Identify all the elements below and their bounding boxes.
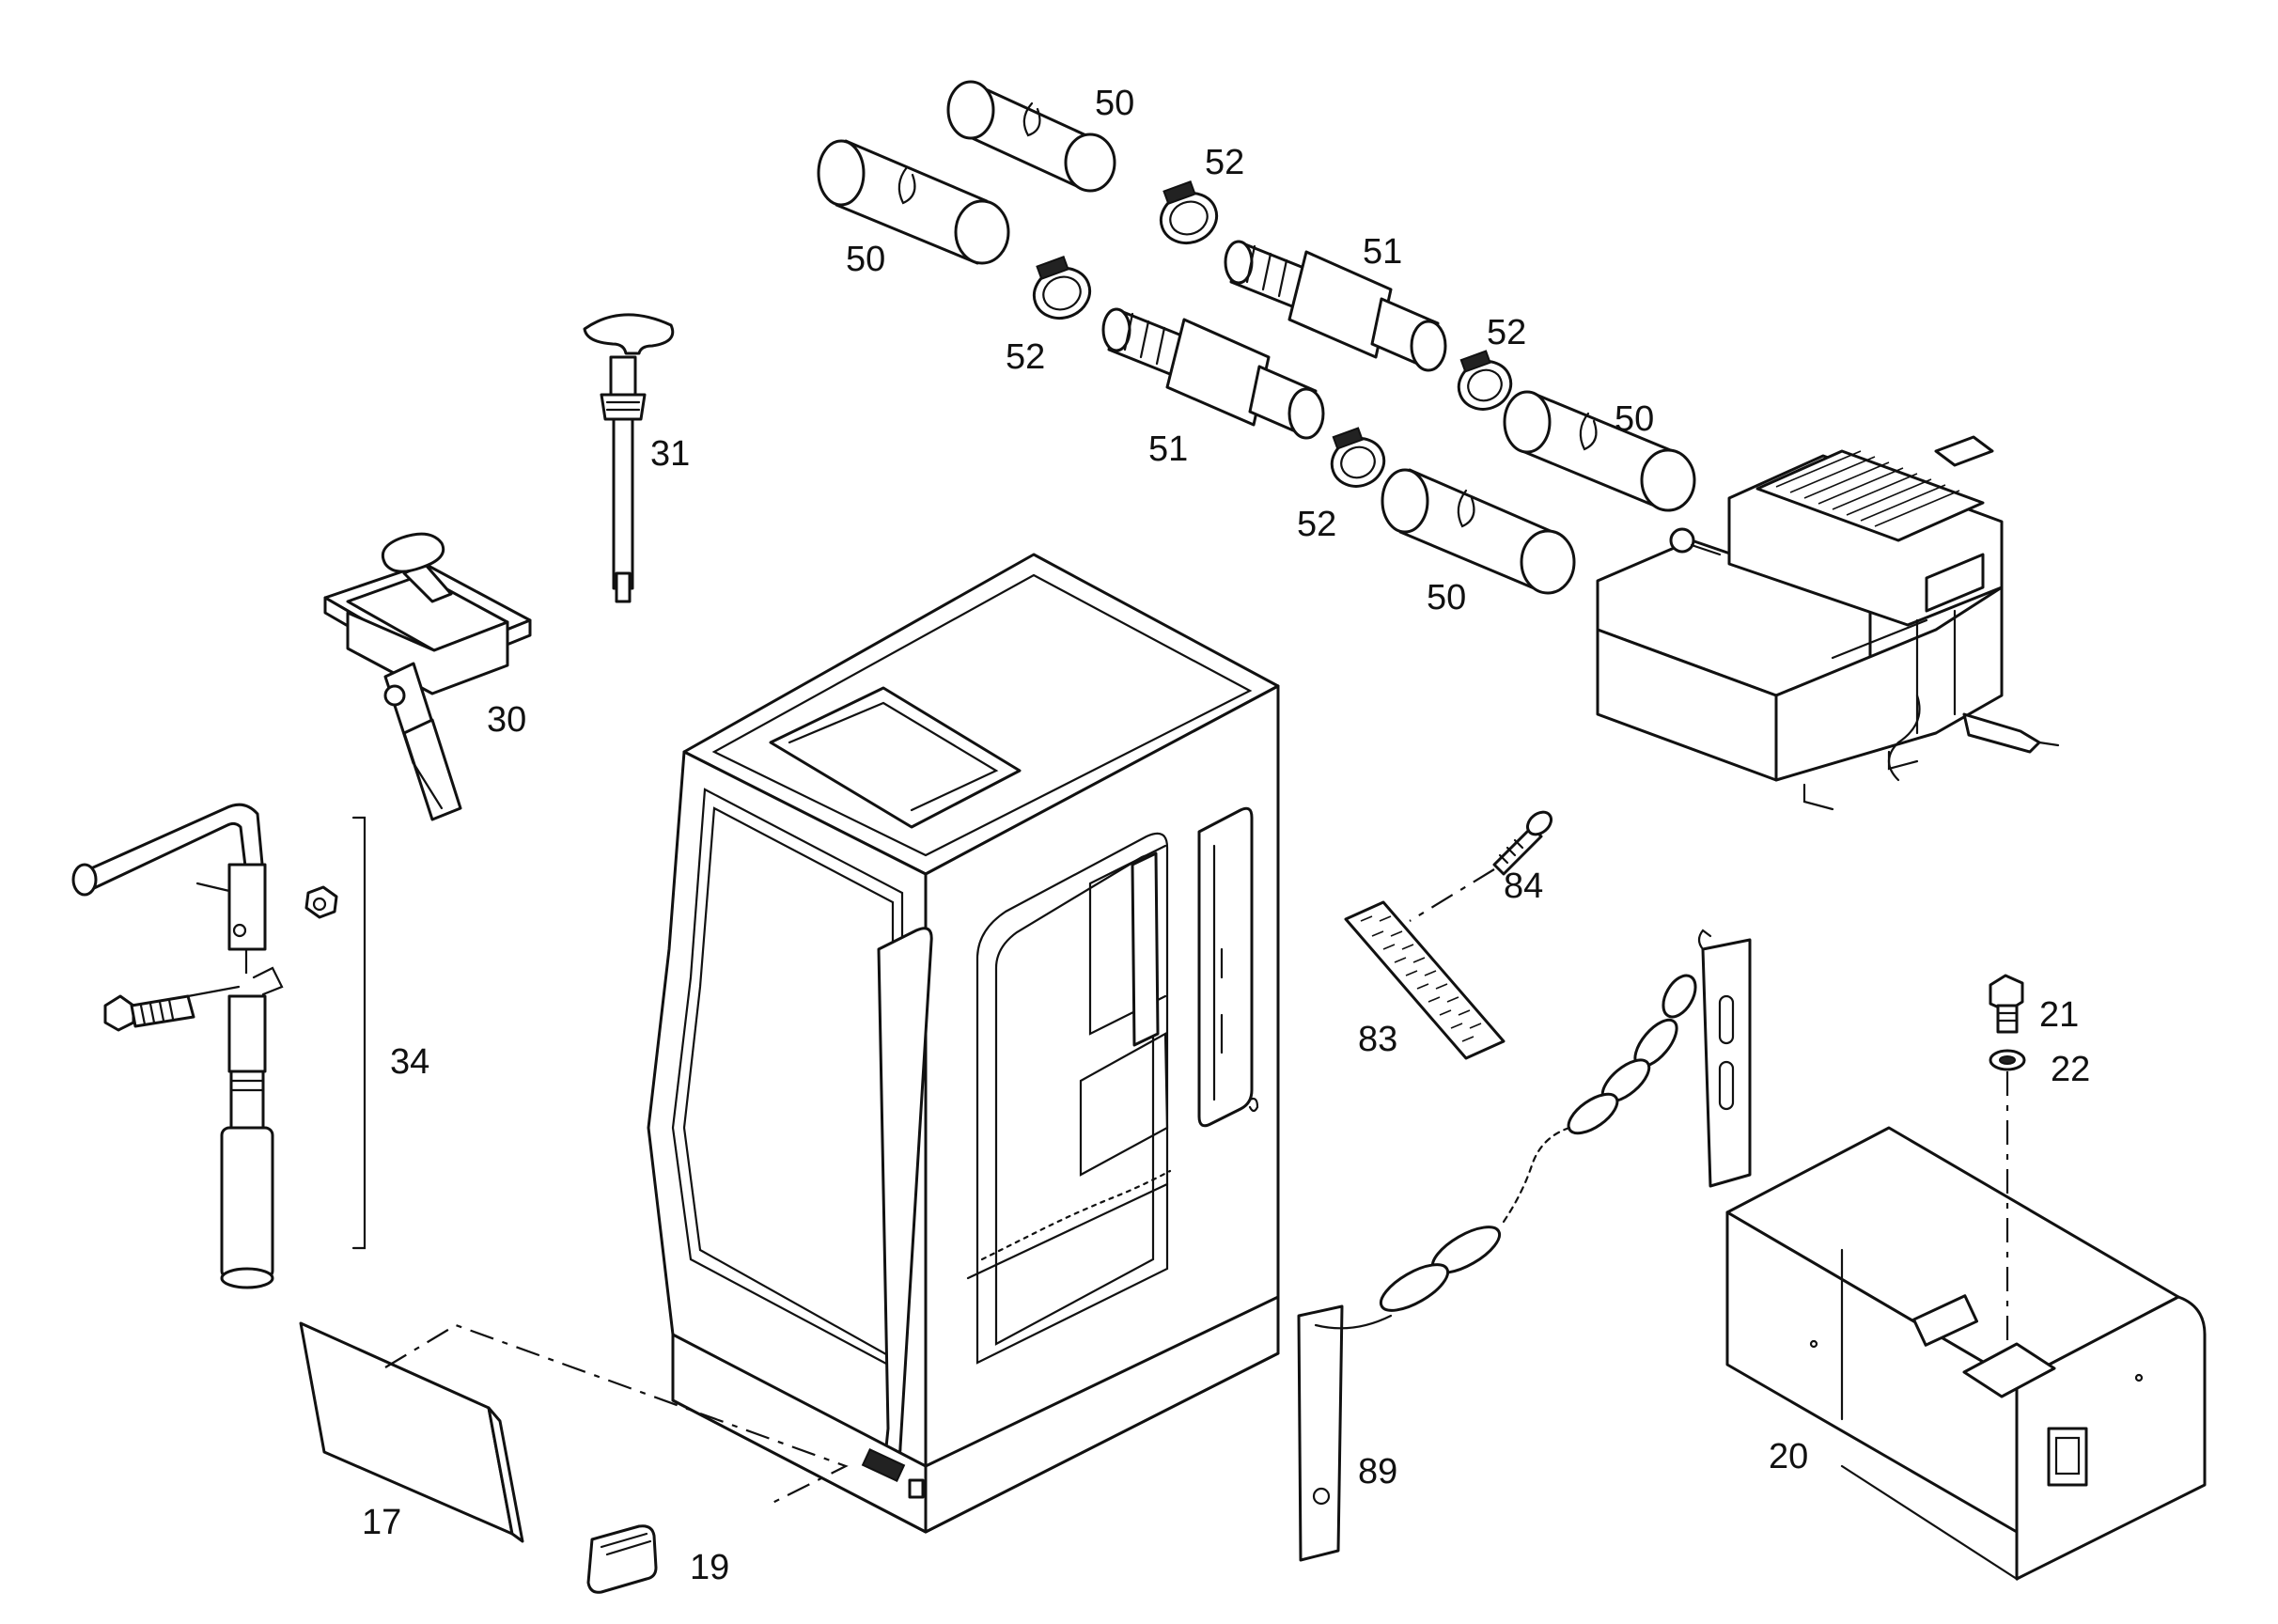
callout-17: 17 <box>362 1503 401 1542</box>
callout-22: 22 <box>2051 1050 2090 1089</box>
callout-89: 89 <box>1358 1452 1397 1491</box>
callout-20: 20 <box>1769 1437 1808 1476</box>
cab <box>647 553 1280 1534</box>
callout-19: 19 <box>690 1548 729 1587</box>
knob-31 <box>583 313 675 603</box>
lever-34 <box>71 803 367 1289</box>
callout-51-lower: 51 <box>1148 429 1188 469</box>
washer-22 <box>1989 1049 2026 1344</box>
connector-51-lower <box>1101 307 1325 440</box>
hose-50-left <box>817 139 1010 265</box>
bolt-84 <box>1409 810 1553 922</box>
clamp-52-a <box>1159 180 1219 244</box>
clamp-52-b <box>1032 256 1092 320</box>
panel-17 <box>299 1321 849 1543</box>
callout-52-top: 52 <box>1205 143 1244 182</box>
callout-31: 31 <box>650 434 690 474</box>
callout-50-left: 50 <box>846 240 885 279</box>
callout-51-upper: 51 <box>1363 232 1402 272</box>
callout-50-top: 50 <box>1095 84 1134 123</box>
hose-50-top <box>946 80 1116 193</box>
clamp-52-d <box>1330 427 1386 488</box>
bolt-21 <box>1989 974 2024 1034</box>
callout-50-right-upper: 50 <box>1615 399 1654 439</box>
lever-30 <box>323 532 532 821</box>
callout-21: 21 <box>2039 995 2079 1035</box>
cap-19 <box>586 1524 658 1594</box>
callout-52-lower: 52 <box>1297 505 1336 544</box>
callout-52-left: 52 <box>1006 337 1045 377</box>
hose-50-right-lower <box>1381 468 1576 595</box>
connector-51-upper <box>1224 240 1447 372</box>
callout-52-right: 52 <box>1487 313 1526 352</box>
heater-unit <box>1596 435 2060 811</box>
chain-89 <box>1297 929 1752 1562</box>
callout-34: 34 <box>390 1042 429 1082</box>
toolbox-20 <box>1725 1126 2207 1582</box>
clamp-52-c <box>1457 350 1513 411</box>
hose-50-right-upper <box>1503 390 1696 512</box>
callout-83: 83 <box>1358 1020 1397 1059</box>
plate-83 <box>1344 900 1506 1060</box>
callout-50-right-lower: 50 <box>1427 578 1466 617</box>
callout-84: 84 <box>1504 867 1543 906</box>
callout-30: 30 <box>487 700 526 740</box>
